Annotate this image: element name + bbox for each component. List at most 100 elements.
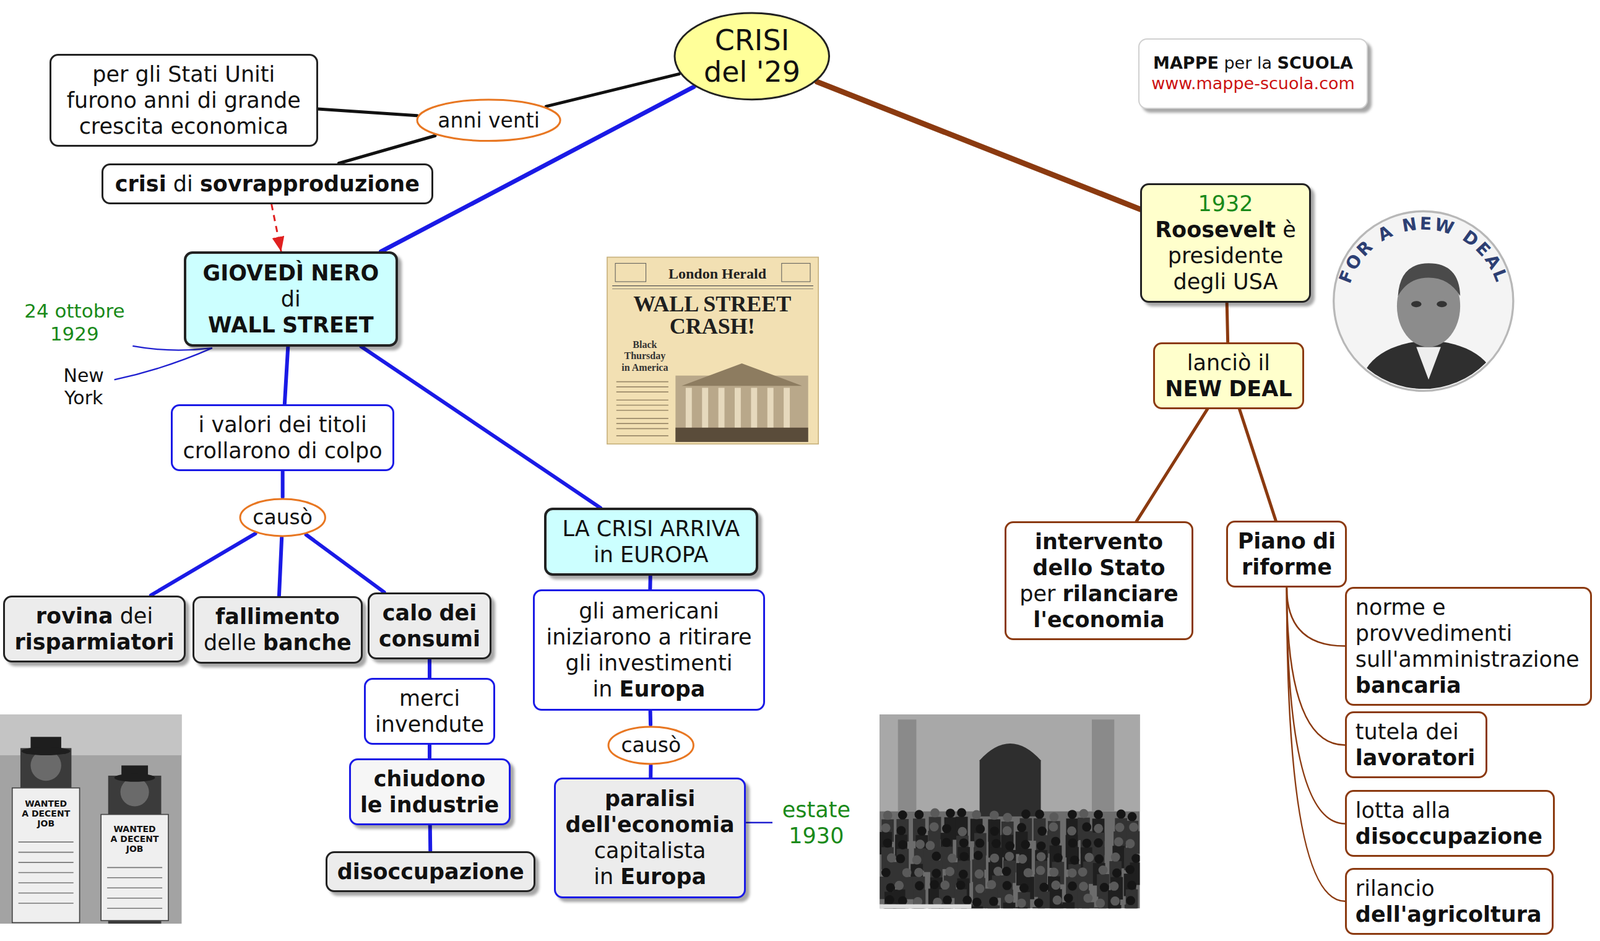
crowd-head xyxy=(917,826,927,836)
shirt xyxy=(1416,347,1441,381)
connector xyxy=(361,346,602,509)
portrait xyxy=(1361,263,1497,431)
crowd-head xyxy=(1052,895,1063,905)
word: GIOVEDÌ xyxy=(202,260,304,286)
connector xyxy=(1286,587,1345,646)
word: calo xyxy=(382,600,433,626)
crowd-head xyxy=(1037,826,1047,836)
crowd-person xyxy=(1050,904,1064,909)
word: risparmiatori xyxy=(14,629,174,655)
word: gli xyxy=(578,598,605,624)
crowd-head xyxy=(1049,867,1059,877)
man-head xyxy=(120,777,150,806)
sign-line xyxy=(18,851,74,853)
node-text: intervento dello Stato per rilanciare l'… xyxy=(1019,528,1178,633)
photo-ground xyxy=(0,714,182,924)
word: tutela xyxy=(1355,719,1419,744)
word: rilancio xyxy=(1355,875,1435,901)
crowd-head xyxy=(1034,898,1044,908)
word: dei xyxy=(120,603,153,629)
word: 24 xyxy=(24,299,49,322)
word: grande xyxy=(224,87,301,113)
crowd-head xyxy=(931,868,941,878)
crowd-head xyxy=(1128,822,1139,832)
word: WANTED xyxy=(113,823,156,834)
concept-box: paralisi dell'economia capitalista in Eu… xyxy=(553,777,746,899)
concept-box: gli americani iniziarono a ritirare gli … xyxy=(532,589,766,711)
word: degli xyxy=(1172,269,1226,295)
connector xyxy=(427,659,432,678)
crowd xyxy=(675,427,808,442)
crowd-head xyxy=(986,879,996,889)
sign-line xyxy=(107,897,163,899)
word: JOB xyxy=(126,843,144,854)
crowd-head xyxy=(989,853,999,863)
word: consumi xyxy=(378,626,481,652)
node-text: fallimento delle banche xyxy=(203,603,352,656)
word: il xyxy=(1258,350,1271,376)
crowd-head xyxy=(1083,893,1093,903)
word: dei xyxy=(1425,719,1459,744)
word: in xyxy=(592,676,613,702)
crowd-head xyxy=(991,838,1001,848)
sign-line xyxy=(18,892,74,894)
word: Uniti xyxy=(224,61,275,87)
connector xyxy=(1226,302,1228,343)
crowd-head xyxy=(1050,880,1061,890)
connector xyxy=(545,73,679,107)
word: ottobre xyxy=(54,299,125,322)
word: disoccupazione xyxy=(337,859,525,884)
ellipse-node: anni venti xyxy=(415,97,563,143)
word: sull'amministrazione xyxy=(1355,646,1580,672)
crowd-head xyxy=(1099,882,1110,892)
newspaper-rule xyxy=(612,288,814,290)
crowd-head xyxy=(902,867,912,878)
word: i xyxy=(198,412,205,437)
node-text: causò xyxy=(620,732,681,758)
sign-line xyxy=(107,886,163,889)
crowd-head xyxy=(1020,839,1030,850)
photo-building xyxy=(0,714,182,756)
crowd-head xyxy=(896,825,907,835)
facade-pillar xyxy=(1091,719,1115,811)
concept-box: lanciò il NEW DEAL xyxy=(1153,342,1305,410)
word: dello xyxy=(1032,555,1093,580)
crowd-head xyxy=(898,896,908,906)
text-line xyxy=(616,404,669,407)
crowd-head xyxy=(993,866,1003,876)
crowd-head xyxy=(947,853,957,863)
crowd-person xyxy=(1003,902,1016,909)
word: merci xyxy=(399,685,460,711)
word: di xyxy=(197,87,218,113)
crowd-person xyxy=(1062,901,1075,909)
word: ritirare xyxy=(678,624,753,650)
crowd-head xyxy=(1018,854,1028,864)
crowd-head xyxy=(1049,821,1059,832)
word: dei xyxy=(278,412,312,437)
crowd-head xyxy=(958,869,969,879)
column xyxy=(734,387,741,429)
word: SCUOLA xyxy=(1277,53,1354,73)
node-text: tutela dei lavoratori xyxy=(1355,718,1475,771)
crowd-head xyxy=(957,826,967,837)
word: gli xyxy=(134,61,161,87)
word: in xyxy=(593,864,614,889)
hair xyxy=(1398,263,1461,296)
word: dell'economia xyxy=(565,812,735,837)
crowd-head xyxy=(956,807,967,818)
word: banche xyxy=(263,630,352,655)
node-text: LA CRISI ARRIVA in EUROPA xyxy=(562,515,740,568)
crowd-head xyxy=(1049,812,1059,822)
word: in xyxy=(593,542,614,567)
connector xyxy=(318,108,418,116)
ellipse-shape xyxy=(608,726,694,764)
crowd-head xyxy=(1095,898,1105,909)
building-pediment xyxy=(681,363,803,386)
word: gli xyxy=(565,650,592,676)
word: disoccupazione xyxy=(1355,823,1543,849)
crowd-head xyxy=(974,869,985,879)
node-text: GIOVEDÌ NERO di WALL STREET xyxy=(202,259,379,338)
word: alla xyxy=(1411,797,1451,823)
crowd-head xyxy=(962,895,972,905)
